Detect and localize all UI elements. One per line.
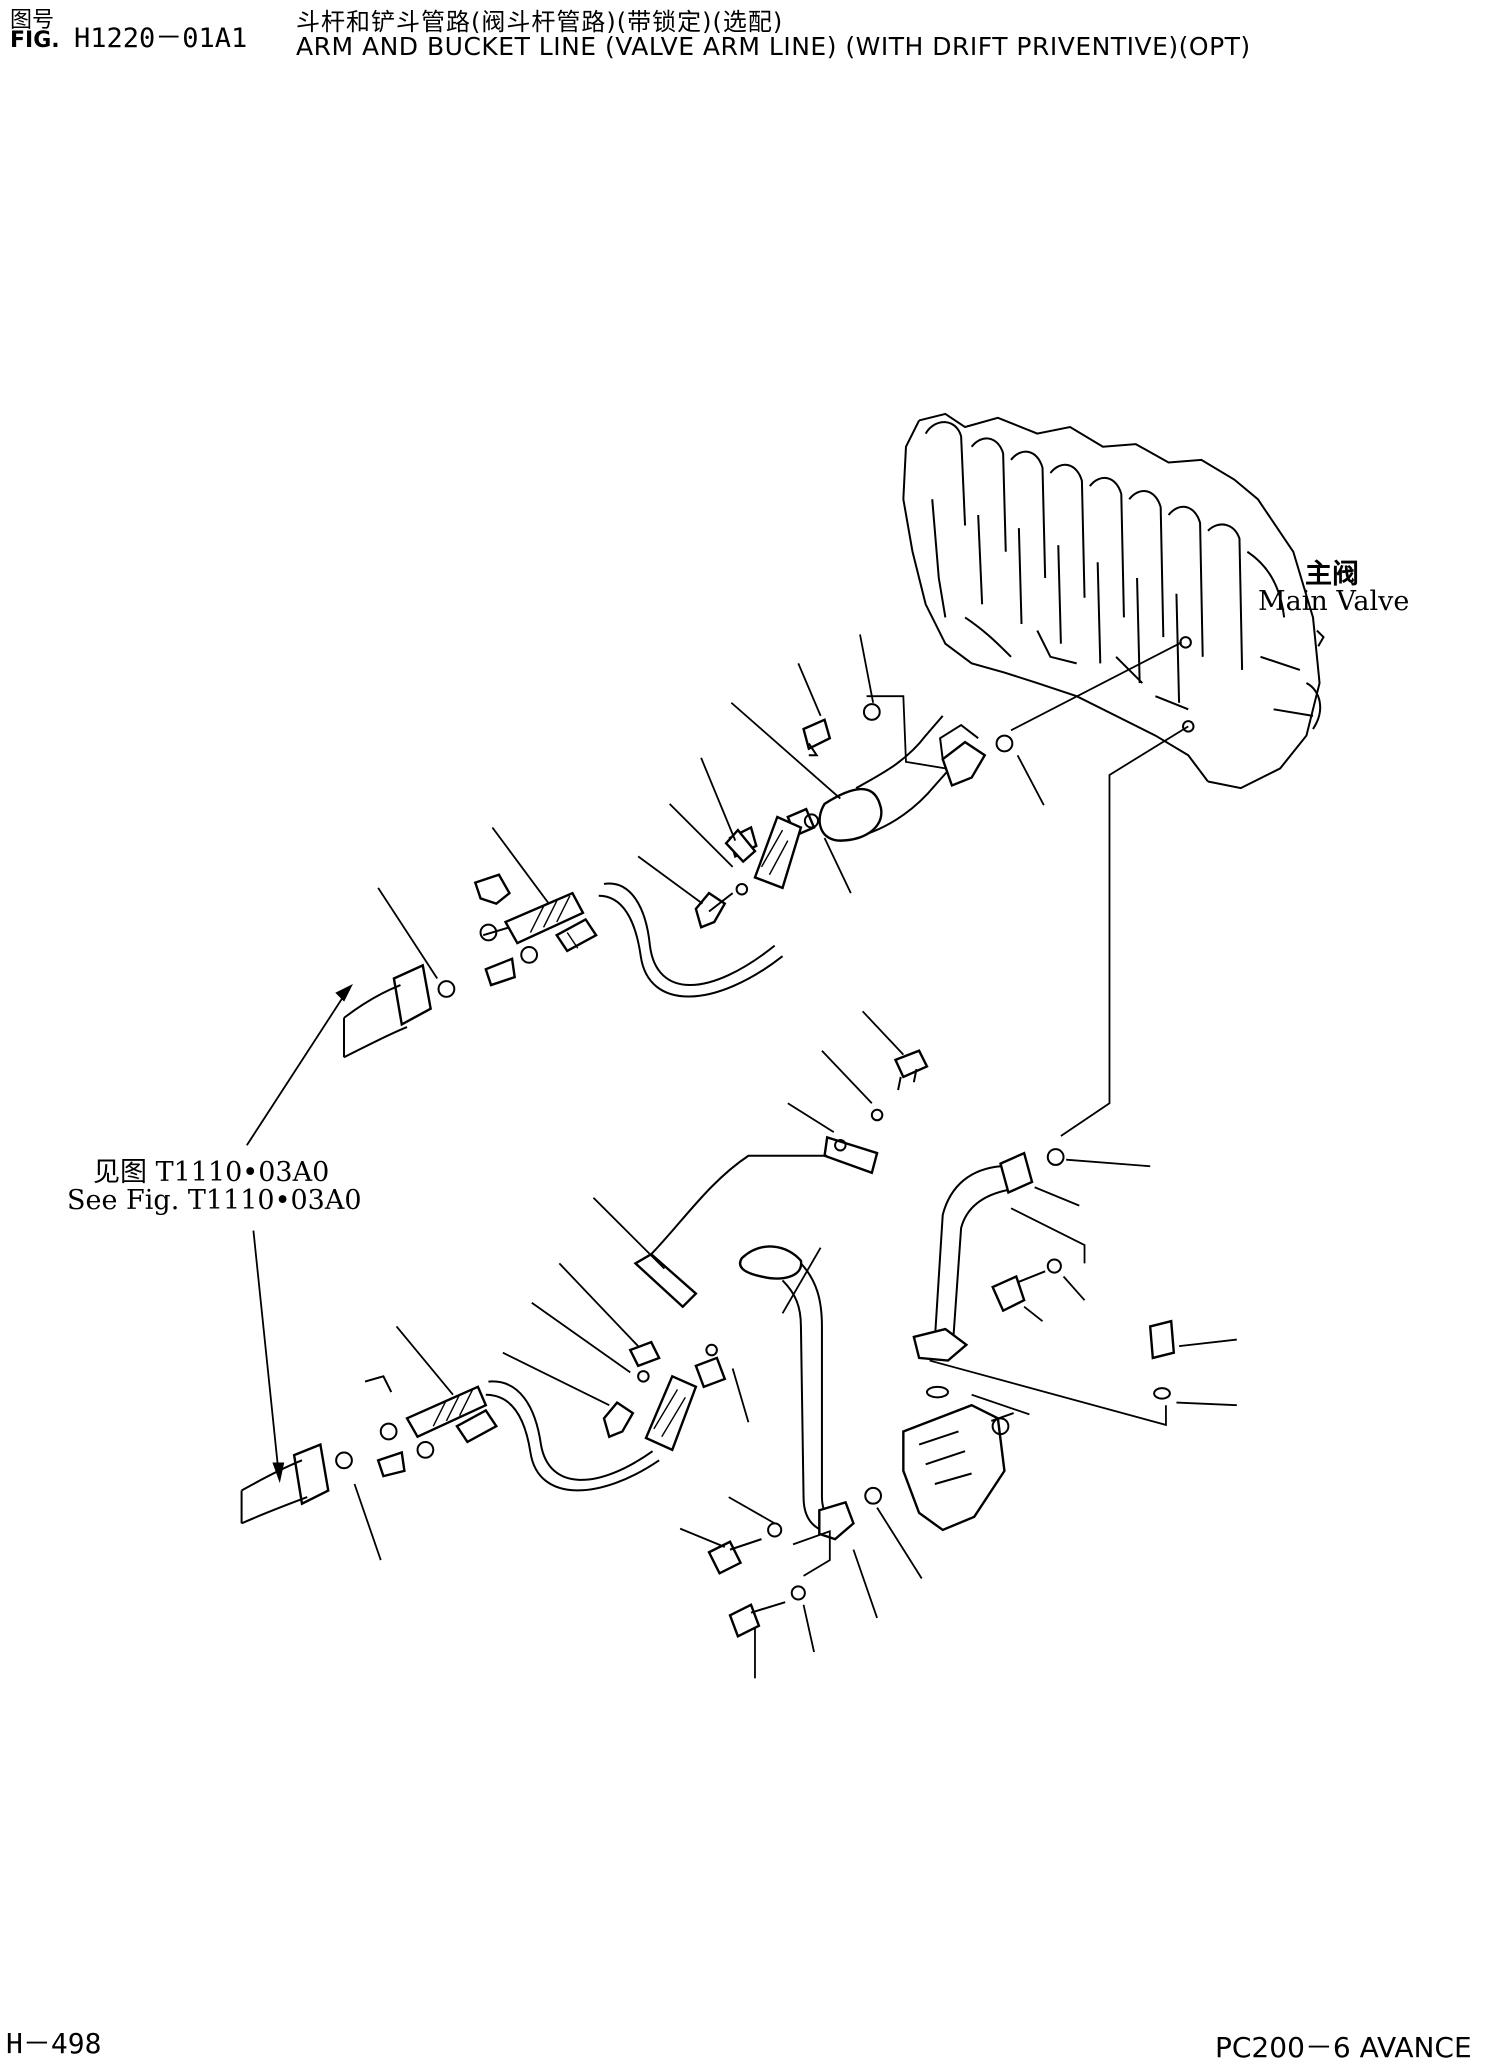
fig-label-en: FIG. (10, 28, 60, 53)
figure-number: H1220－01A1 (74, 23, 248, 54)
connection-lines (793, 642, 1188, 1576)
upper-line-drawing (344, 704, 1012, 1057)
model-label: PC200－6 AVANCE (1215, 2031, 1472, 2064)
main-valve-label-zh: 主阀 (1305, 559, 1359, 590)
reference-leaders (355, 634, 1237, 1678)
main-valve-drawing (903, 414, 1323, 788)
see-fig-label-zh: 见图 T1110•03A0 (93, 1157, 330, 1188)
main-valve-label-en: Main Valve (1258, 586, 1410, 617)
title-en: ARM AND BUCKET LINE (VALVE ARM LINE) (WI… (296, 32, 1251, 61)
see-fig-label-en: See Fig. T1110•03A0 (67, 1185, 362, 1216)
lower-line-drawing (242, 1051, 1174, 1637)
page-number: H－498 (6, 2027, 102, 2060)
title-zh: 斗杆和铲斗管路(阀斗杆管路)(带锁定)(选配) (296, 8, 784, 36)
fig-label-zh: 图号 (10, 8, 55, 33)
see-fig-arrows (247, 985, 352, 1481)
